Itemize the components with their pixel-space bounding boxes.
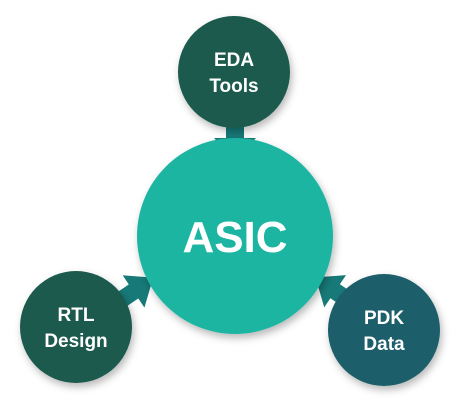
eda-tools-circle: [178, 16, 290, 128]
rtl-design-label-line2: Design: [44, 331, 107, 352]
asic-circle: [137, 138, 333, 334]
pdk-data-node: PDK Data: [328, 274, 440, 386]
eda-tools-label-line1: EDA: [214, 50, 254, 71]
rtl-design-node: RTL Design: [20, 271, 132, 383]
asic-label: ASIC: [182, 213, 287, 262]
rtl-design-circle: [20, 271, 132, 383]
rtl-design-label-line1: RTL: [58, 305, 95, 326]
pdk-data-label-line2: Data: [363, 334, 405, 355]
pdk-data-label-line1: PDK: [364, 308, 404, 329]
asic-node: ASIC: [137, 138, 333, 334]
eda-tools-node: EDA Tools: [178, 16, 290, 128]
eda-tools-label-line2: Tools: [209, 76, 258, 97]
pdk-data-circle: [328, 274, 440, 386]
